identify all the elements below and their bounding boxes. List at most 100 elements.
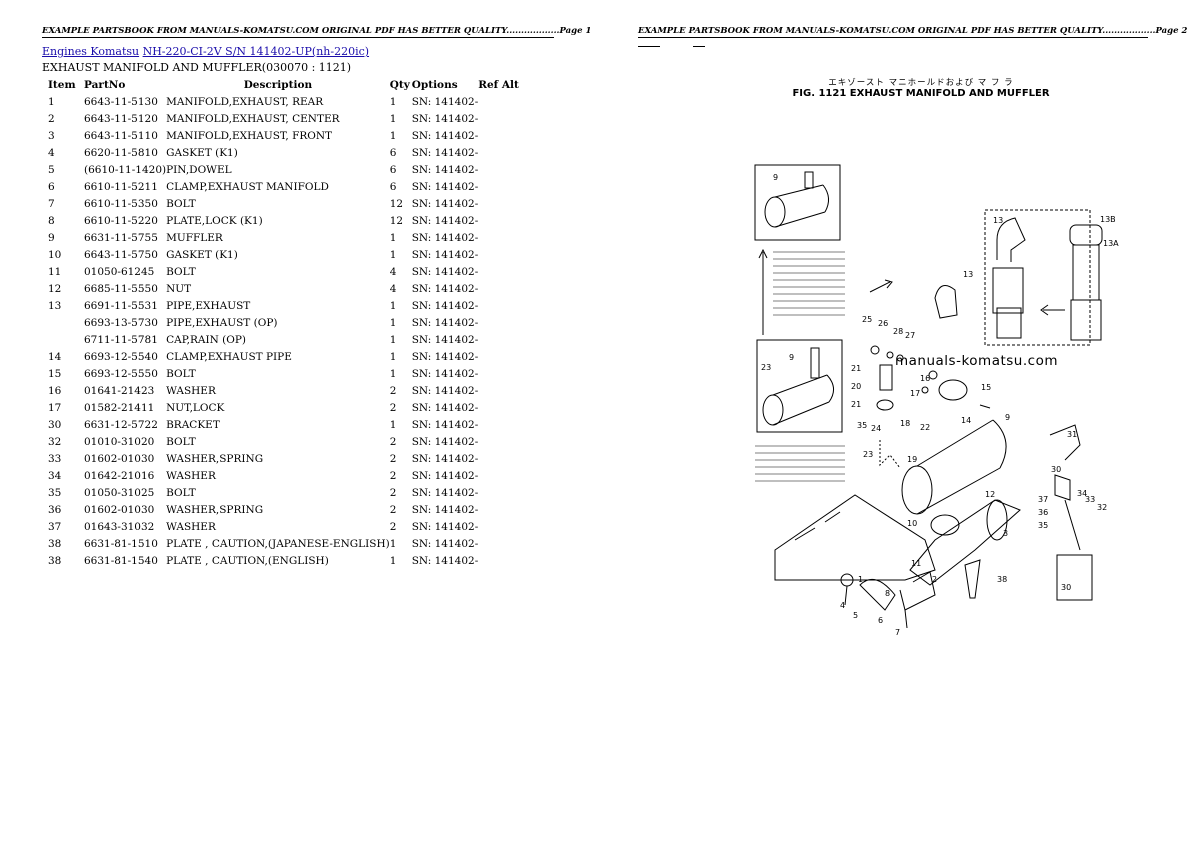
item-cell: 38 [48, 537, 62, 550]
refalt-cell [478, 314, 528, 331]
description-cell: WASHER [166, 384, 216, 397]
partno-cell: 6643-11-5130 [84, 95, 158, 108]
watermark: manuals-komatsu.com [895, 353, 1058, 369]
svg-text:30: 30 [1051, 465, 1061, 474]
item-cell: 38 [48, 554, 62, 567]
breadcrumb-link-model[interactable]: NH-220-CI-2V S/N 141402-UP(nh-220ic) [142, 45, 370, 58]
refalt-cell [478, 467, 528, 484]
refalt-cell [478, 450, 528, 467]
col-refalt-header: Ref Alt [478, 78, 519, 91]
item-cell [42, 314, 84, 331]
refalt-cell [478, 365, 528, 382]
item-cell: 30 [48, 418, 62, 431]
inset-box-muffler-alt [756, 339, 843, 433]
options-cell: SN: 141402- [411, 129, 479, 142]
qty-cell: 4 [389, 265, 397, 278]
partno-cell: 6631-11-5755 [84, 231, 158, 244]
svg-text:12: 12 [985, 490, 995, 499]
refalt-cell [478, 433, 528, 450]
qty-cell: 1 [389, 554, 397, 567]
exhaust-pipe [996, 217, 1026, 262]
options-cell: SN: 141402- [411, 452, 479, 465]
description-cell: BOLT [166, 197, 196, 210]
partno-cell: 6631-81-1510 [84, 537, 158, 550]
description-cell: WASHER,SPRING [166, 503, 264, 516]
options-cell: SN: 141402- [411, 146, 479, 159]
page1-header: EXAMPLE PARTSBOOK FROM MANUALS-KOMATSU.C… [42, 26, 592, 38]
svg-text:27: 27 [905, 331, 915, 340]
partno-cell: 6643-11-5110 [84, 129, 158, 142]
refalt-cell [478, 212, 528, 229]
partno-cell: 01602-01030 [84, 503, 155, 516]
options-cell: SN: 141402- [411, 469, 479, 482]
description-cell: BOLT [166, 486, 196, 499]
partno-cell: 6610-11-5350 [84, 197, 158, 210]
refalt-cell [478, 263, 528, 280]
svg-text:9: 9 [789, 353, 794, 362]
qty-cell: 1 [389, 129, 397, 142]
options-cell: SN: 141402- [411, 180, 479, 193]
item-cell: 1 [48, 95, 55, 108]
refalt-cell [478, 297, 528, 314]
main-muffler-end [901, 465, 933, 515]
svg-text:21: 21 [851, 364, 861, 373]
item-cell: 36 [48, 503, 62, 516]
svg-text:26: 26 [878, 319, 888, 328]
rain-cap [1069, 224, 1103, 246]
qty-cell: 2 [389, 435, 397, 448]
item-cell: 13 [48, 299, 62, 312]
svg-text:15: 15 [981, 383, 991, 392]
qty-cell: 6 [389, 146, 397, 159]
breadcrumb-link-engines[interactable]: Engines Komatsu [42, 45, 140, 58]
item-cell: 5 [48, 163, 55, 176]
item-cell [42, 331, 84, 348]
manifold-front-segment [899, 571, 936, 611]
parts-table: Item PartNo Description Qty Options Ref … [42, 76, 528, 569]
options-cell: SN: 141402- [411, 95, 479, 108]
description-cell: CLAMP,EXHAUST MANIFOLD [166, 180, 329, 193]
refalt-cell [478, 144, 528, 161]
refalt-cell [478, 552, 528, 569]
item-cell: 14 [48, 350, 62, 363]
svg-text:5: 5 [853, 611, 858, 620]
partno-cell: 6643-11-5750 [84, 248, 158, 261]
muffler-outlet [804, 171, 814, 189]
item-cell: 34 [48, 469, 62, 482]
options-cell: SN: 141402- [411, 554, 479, 567]
partno-cell: 6693-12-5540 [84, 350, 158, 363]
options-cell: SN: 141402- [411, 401, 479, 414]
options-cell: SN: 141402- [411, 163, 479, 176]
svg-text:34: 34 [1077, 489, 1087, 498]
partno-cell: 6685-11-5550 [84, 282, 158, 295]
main-muffler-body [916, 419, 1007, 515]
refalt-cell [478, 416, 528, 433]
qty-cell: 1 [389, 299, 397, 312]
refalt-cell [478, 331, 528, 348]
options-cell: SN: 141402- [411, 520, 479, 533]
options-cell: SN: 141402- [411, 350, 479, 363]
svg-text:28: 28 [893, 327, 903, 336]
refalt-cell [478, 518, 528, 535]
qty-cell: 4 [389, 282, 397, 295]
item-cell: 2 [48, 112, 55, 125]
qty-cell: 1 [389, 537, 397, 550]
item-cell: 17 [48, 401, 62, 414]
svg-text:22: 22 [920, 423, 930, 432]
svg-text:24: 24 [871, 424, 881, 433]
figure-title: エキゾースト マニホールドおよび マ フ ラ FIG. 1121 EXHAUST… [790, 76, 1052, 99]
description-cell: BOLT [166, 265, 196, 278]
partno-cell: 01050-31025 [84, 486, 155, 499]
clamp-14 [938, 379, 968, 401]
svg-text:4: 4 [840, 601, 845, 610]
description-cell: PIN,DOWEL [166, 163, 232, 176]
partno-cell: 01643-31032 [84, 520, 155, 533]
partno-cell: 6643-11-5120 [84, 112, 158, 125]
